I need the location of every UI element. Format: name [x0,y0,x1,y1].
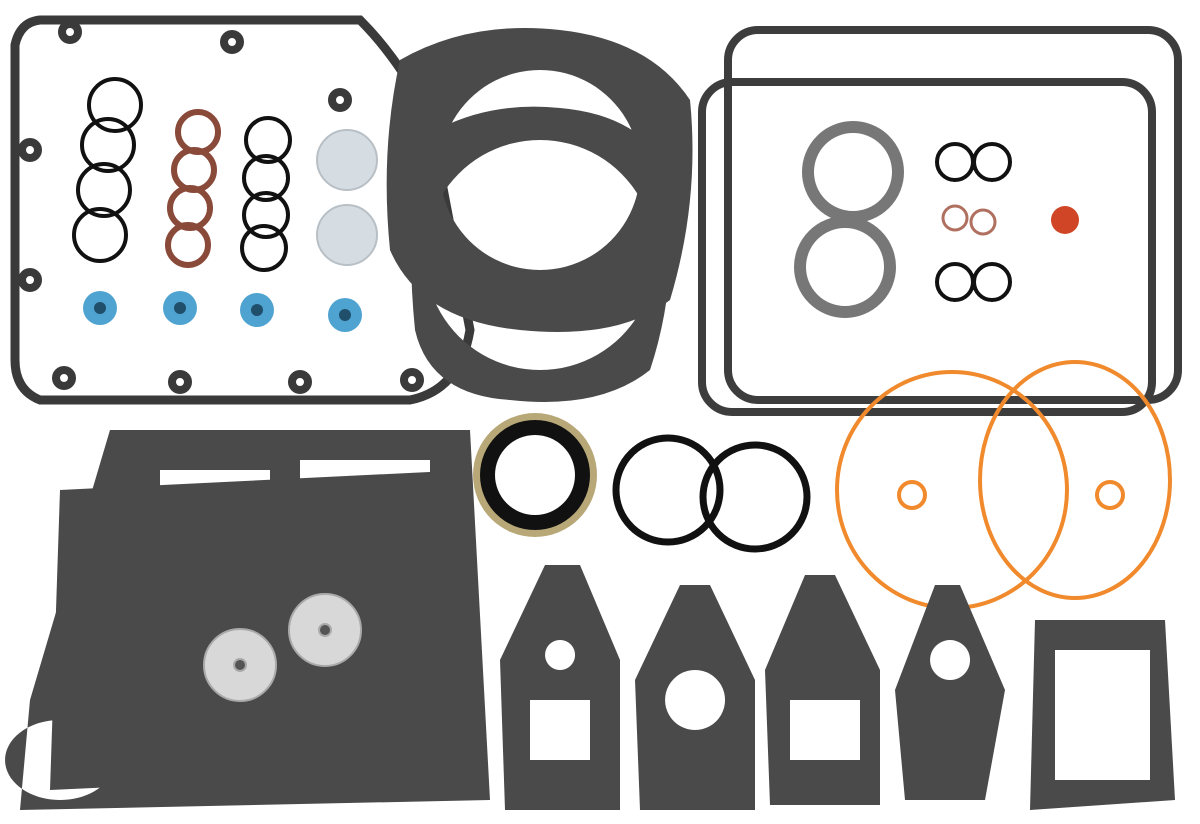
oil-seal [473,413,597,537]
head-gaskets [386,28,693,402]
breather-filters [203,593,362,702]
brown-o-rings [165,109,221,268]
rocker-housing-gaskets [5,430,491,810]
exhaust-gaskets [794,121,904,318]
tappet-block-gaskets [500,565,1175,810]
black-o-rings-left [72,77,143,263]
black-o-rings-middle [240,116,292,272]
blue-valve-seals [83,291,362,332]
red-plug [1051,206,1079,234]
grommets [316,129,378,266]
tiny-brown-o-rings [941,204,997,236]
cam-cover-bolt-holes [18,20,424,394]
small-o-rings-right [935,142,1012,302]
large-black-o-rings [612,434,811,553]
rocker-cover-gaskets [698,26,1182,416]
